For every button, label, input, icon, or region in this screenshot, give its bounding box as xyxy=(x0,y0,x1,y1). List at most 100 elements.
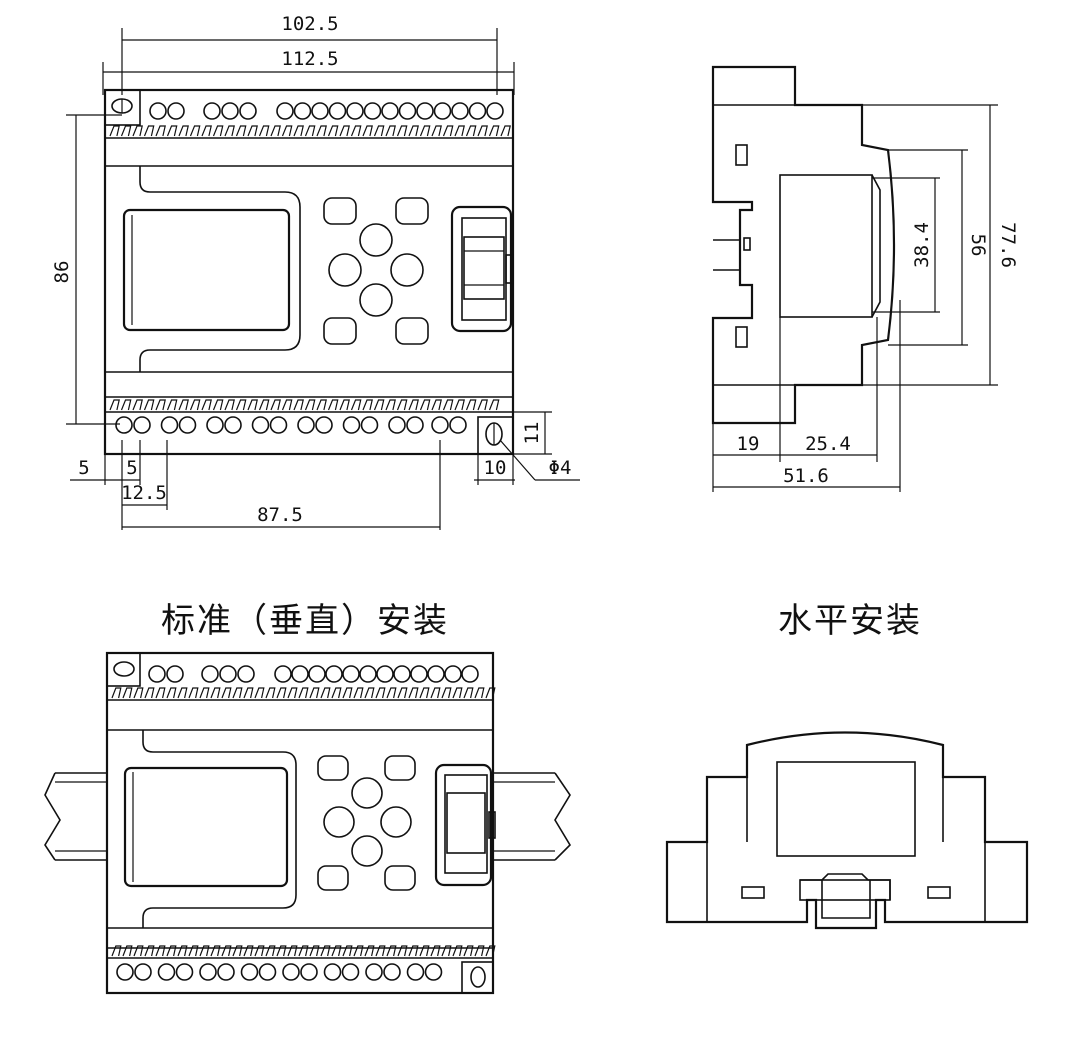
terminal-hole xyxy=(219,665,237,683)
terminal-hole xyxy=(160,416,179,434)
dim-tab-width: 10 xyxy=(484,457,507,479)
terminal-hole xyxy=(393,665,411,683)
terminal-hole xyxy=(311,102,329,120)
terminal-hole xyxy=(341,963,360,981)
terminal-hole xyxy=(328,102,347,120)
terminal-hole xyxy=(381,102,399,120)
terminal-hole xyxy=(240,963,259,981)
terminal-hole xyxy=(427,665,445,683)
terminal-tooth-strip xyxy=(111,687,496,699)
terminal-hole xyxy=(149,102,167,120)
dim-hole-dia: Φ4 xyxy=(549,457,572,479)
terminal-hole xyxy=(239,102,257,120)
dim-pitch-second: 12.5 xyxy=(121,482,167,504)
terminal-hole xyxy=(206,416,224,434)
front-view: 102.5 112.5 86 xyxy=(51,13,580,530)
terminal-hole xyxy=(224,416,242,434)
vertical-top-terminals xyxy=(148,665,479,683)
bottom-terminal-row xyxy=(115,416,467,434)
terminal-hole xyxy=(258,963,277,981)
dim-top-outer: 112.5 xyxy=(281,48,338,70)
terminal-hole xyxy=(274,665,292,683)
terminal-hole xyxy=(383,963,401,981)
terminal-hole xyxy=(486,102,504,120)
terminal-tooth-strip xyxy=(109,125,511,137)
terminal-hole xyxy=(360,416,379,434)
dim-side-total: 51.6 xyxy=(783,465,829,487)
terminal-hole xyxy=(388,416,406,434)
terminal-hole xyxy=(461,665,479,683)
terminal-hole xyxy=(325,665,343,683)
terminal-hole xyxy=(342,665,360,683)
terminal-hole xyxy=(308,665,326,683)
terminal-hole xyxy=(293,102,312,120)
terminal-hole xyxy=(269,416,288,434)
caption-horizontal: 水平安装 xyxy=(778,601,922,641)
terminal-hole xyxy=(217,963,235,981)
terminal-hole xyxy=(251,416,270,434)
terminal-hole xyxy=(406,963,425,981)
terminal-hole xyxy=(406,416,424,434)
terminal-hole xyxy=(157,963,176,981)
terminal-hole xyxy=(133,416,151,434)
terminal-hole xyxy=(433,102,452,120)
terminal-hole xyxy=(363,102,382,120)
terminal-hole xyxy=(410,665,428,683)
dim-hole-edge: 5 xyxy=(78,457,89,479)
terminal-hole xyxy=(282,963,300,981)
terminal-hole xyxy=(451,102,469,120)
terminal-hole xyxy=(291,665,309,683)
terminal-hole xyxy=(416,102,434,120)
terminal-hole xyxy=(315,416,333,434)
terminal-hole xyxy=(178,416,197,434)
bottom-terminal-teeth xyxy=(109,399,500,411)
dim-tab-height: 11 xyxy=(521,422,543,445)
side-port xyxy=(450,205,514,333)
terminal-hole xyxy=(167,102,185,120)
horizontal-mount-view xyxy=(665,731,1029,930)
dim-side-left: 19 xyxy=(737,433,760,455)
dim-span-bottom: 87.5 xyxy=(257,504,303,526)
terminal-hole xyxy=(115,416,133,434)
caption-vertical: 标准（垂直）安装 xyxy=(161,601,449,641)
top-terminal-teeth xyxy=(109,125,511,137)
terminal-hole xyxy=(376,665,394,683)
dim-pitch-first: 5 xyxy=(126,457,137,479)
vertical-top-teeth xyxy=(111,687,496,699)
terminal-hole xyxy=(359,665,377,683)
terminal-hole xyxy=(175,963,194,981)
dim-side-inner: 38.4 xyxy=(911,222,933,268)
vertical-bottom-teeth xyxy=(111,945,496,957)
dim-side-outer: 77.6 xyxy=(997,222,1019,268)
terminal-hole xyxy=(148,665,166,683)
side-view: 77.6 56 38.4 19 25.4 51.6 xyxy=(711,65,1019,492)
terminal-hole xyxy=(116,963,134,981)
terminal-hole xyxy=(468,102,487,120)
terminal-hole xyxy=(166,665,184,683)
terminal-tooth-strip xyxy=(111,945,496,957)
dim-top-inner: 102.5 xyxy=(281,13,338,35)
terminal-hole xyxy=(221,102,239,120)
dim-side-mid: 56 xyxy=(967,234,989,257)
top-terminal-row xyxy=(149,102,504,120)
vertical-bottom-terminals xyxy=(116,963,443,981)
terminal-hole xyxy=(300,963,318,981)
terminal-hole xyxy=(297,416,315,434)
keypad xyxy=(323,197,429,345)
terminal-tooth-strip xyxy=(109,399,500,411)
dim-height-front: 86 xyxy=(51,261,73,284)
terminal-hole xyxy=(424,963,443,981)
vertical-mount-view xyxy=(44,651,572,995)
terminal-hole xyxy=(346,102,364,120)
terminal-hole xyxy=(201,665,219,683)
terminal-hole xyxy=(276,102,294,120)
dim-side-depth-mid: 25.4 xyxy=(805,433,851,455)
terminal-hole xyxy=(365,963,383,981)
terminal-hole xyxy=(444,665,462,683)
terminal-hole xyxy=(398,102,417,120)
terminal-hole xyxy=(431,416,449,434)
terminal-hole xyxy=(134,963,152,981)
terminal-hole xyxy=(342,416,361,434)
terminal-hole xyxy=(203,102,221,120)
